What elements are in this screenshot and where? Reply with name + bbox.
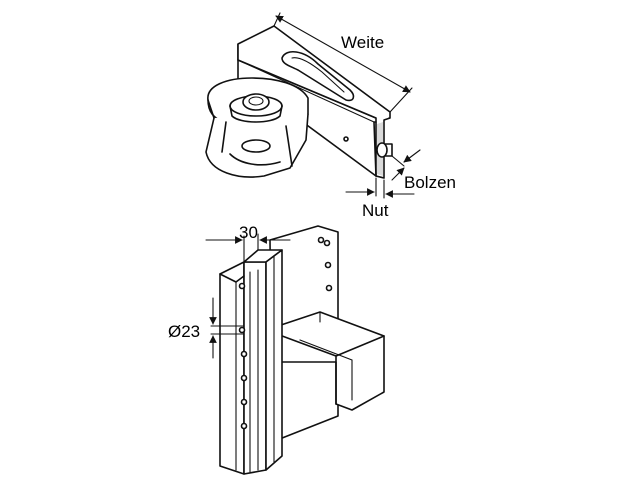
front-post [219, 249, 283, 475]
bolt-label: Bolzen [404, 173, 456, 192]
bolt-dimension: Bolzen [391, 149, 456, 192]
slot-width-dimension: 30 [205, 223, 291, 263]
width-label: Weite [341, 33, 384, 52]
rail-post-assembly: 30 Ø23 [168, 223, 385, 475]
hole-diameter-label: Ø23 [168, 322, 200, 341]
groove-label: Nut [362, 201, 389, 220]
hole-diameter-dimension: Ø23 [168, 297, 245, 359]
slot-width-label: 30 [239, 223, 258, 242]
clamp-assembly: Weite Bolzen Nut [205, 12, 456, 220]
cross-beam [265, 311, 385, 411]
width-dimension: Weite [273, 12, 413, 113]
bolt [376, 142, 393, 158]
saddle-block [205, 77, 309, 178]
groove-dimension: Nut [345, 177, 415, 220]
